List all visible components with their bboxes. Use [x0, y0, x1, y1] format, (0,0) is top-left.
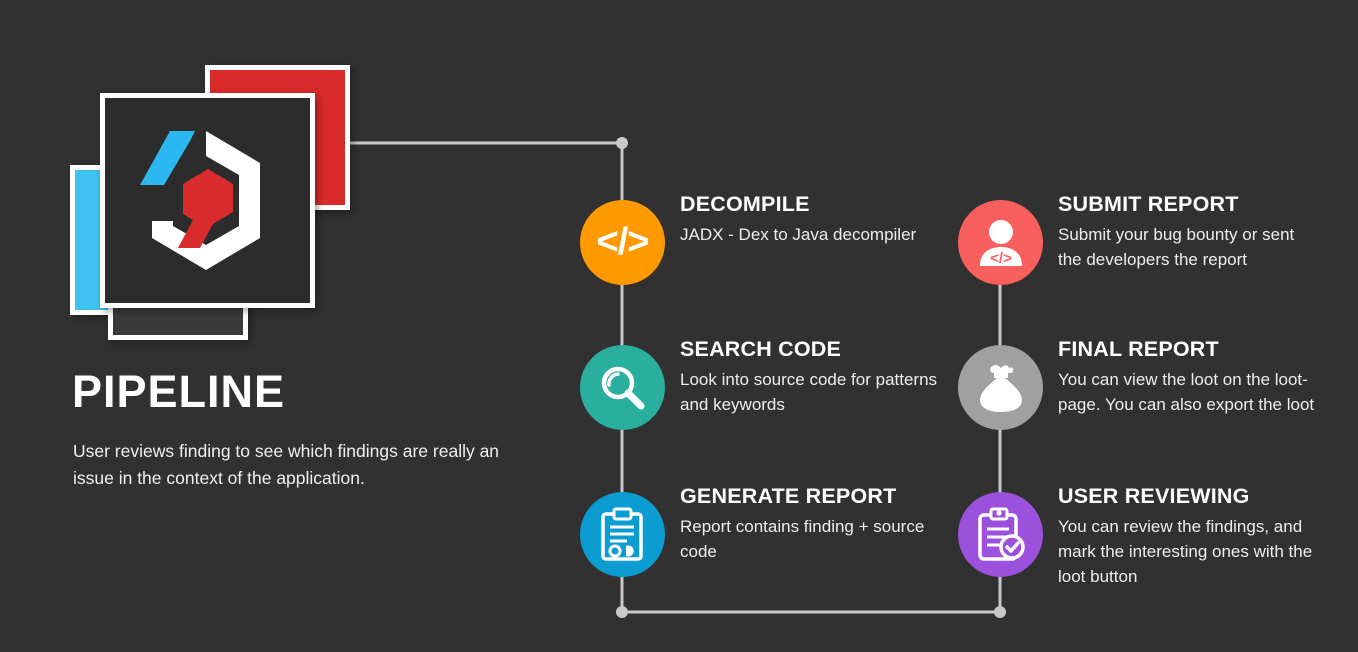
loot-bag-icon	[979, 364, 1022, 412]
step-decompile-desc: JADX - Dex to Java decompiler	[680, 224, 917, 244]
page-title: PIPELINE	[72, 366, 286, 417]
step-decompile-text: DECOMPILE JADX - Dex to Java decompiler	[680, 192, 940, 248]
step-final-report-desc: You can view the loot on the loot-page. …	[1058, 369, 1315, 414]
step-decompile-title: DECOMPILE	[680, 192, 810, 216]
step-user-reviewing-bubble[interactable]	[958, 492, 1043, 577]
code-brackets-icon: </>	[596, 221, 650, 263]
step-user-reviewing-desc: You can review the findings, and mark th…	[1058, 516, 1313, 586]
step-generate-report-bubble[interactable]	[580, 492, 665, 577]
step-search-code-title: SEARCH CODE	[680, 337, 842, 361]
hexagon-logo-icon	[140, 131, 260, 270]
developer-person-icon: </>	[979, 219, 1022, 267]
step-decompile-bubble[interactable]: </>	[580, 200, 665, 285]
step-search-code-text: SEARCH CODE Look into source code for pa…	[680, 337, 940, 418]
step-search-code-desc: Look into source code for patterns and k…	[680, 369, 938, 414]
step-final-report-bubble[interactable]	[958, 345, 1043, 430]
step-submit-report-bubble[interactable]: </>	[958, 200, 1043, 285]
svg-text:</>: </>	[990, 250, 1012, 267]
logo-card-stack	[70, 65, 370, 350]
step-search-code-bubble[interactable]	[580, 345, 665, 430]
step-generate-report-text: GENERATE REPORT Report contains finding …	[680, 484, 940, 565]
page-subtitle: User reviews finding to see which findin…	[73, 441, 500, 488]
step-generate-report-desc: Report contains finding + source code	[680, 516, 925, 561]
step-submit-report-text: SUBMIT REPORT Submit your bug bounty or …	[1058, 192, 1320, 273]
clipboard-check-icon	[977, 507, 1025, 561]
step-submit-report-desc: Submit your bug bounty or sent the devel…	[1058, 224, 1295, 269]
step-user-reviewing-title: USER REVIEWING	[1058, 484, 1250, 508]
clipboard-report-icon	[600, 507, 643, 561]
step-generate-report-title: GENERATE REPORT	[680, 484, 897, 508]
step-final-report-text: FINAL REPORT You can view the loot on th…	[1058, 337, 1320, 418]
step-final-report-title: FINAL REPORT	[1058, 337, 1219, 361]
step-submit-report-title: SUBMIT REPORT	[1058, 192, 1239, 216]
step-user-reviewing-text: USER REVIEWING You can review the findin…	[1058, 484, 1320, 590]
magnifying-glass-icon	[601, 366, 644, 409]
